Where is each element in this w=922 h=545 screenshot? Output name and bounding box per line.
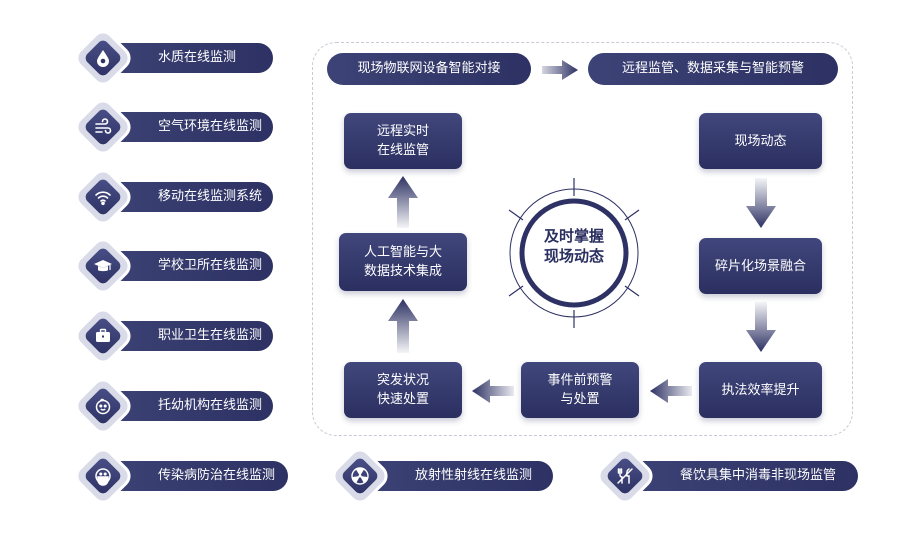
box-event-line2: 与处置 — [560, 392, 600, 407]
center-ring — [508, 178, 640, 328]
top-bar-remote-monitoring: 远程监管、数据采集与智能预警 — [588, 53, 838, 85]
box-event-line1: 事件前预警 — [547, 373, 613, 388]
left-arrow-2 — [650, 379, 692, 403]
box-fusion-line1: 碎片化场景融合 — [714, 258, 806, 274]
left-item-label: 托幼机构在线监测 — [158, 398, 263, 413]
center-line1: 及时掌握 — [543, 227, 604, 245]
wifi-signal-icon — [83, 177, 123, 217]
box-site-dynamics: 现场动态 — [699, 113, 822, 169]
box-remote-line1: 远程实时 — [376, 124, 429, 139]
bottom-item-icon-badge — [596, 447, 654, 505]
top-right-arrow — [542, 60, 578, 80]
left-item-icon-badge — [74, 29, 132, 87]
radiation-icon — [340, 456, 380, 496]
briefcase-icon — [83, 316, 123, 356]
left-item-icon-badge — [74, 447, 132, 505]
box-dynamics-line1: 现场动态 — [734, 133, 787, 149]
top-bar-device-connect: 现场物联网设备智能对接 — [327, 53, 531, 85]
left-item-icon-badge — [74, 307, 132, 365]
bottom-item-icon-badge — [331, 447, 389, 505]
bottom-item[interactable]: 餐饮具集中消毒非现场监管 — [620, 461, 858, 491]
mask-face-icon — [83, 456, 123, 496]
box-emergency-line1: 突发状况 — [376, 373, 429, 388]
box-emergency: 突发状况 快速处置 — [344, 362, 462, 418]
up-arrow-2 — [388, 299, 418, 353]
bottom-item[interactable]: 放射性射线在线监测 — [355, 461, 553, 491]
water-drop-icon — [83, 38, 123, 78]
down-arrow-2 — [746, 302, 776, 352]
box-ai-bigdata: 人工智能与大 数据技术集成 — [339, 233, 467, 291]
box-ai-line1: 人工智能与大 — [363, 245, 442, 260]
left-item-label: 空气环境在线监测 — [158, 119, 263, 134]
left-item-icon-badge — [74, 237, 132, 295]
left-item-icon-badge — [74, 98, 132, 156]
left-item-label: 职业卫生在线监测 — [158, 328, 263, 343]
box-scene-fusion: 碎片化场景融合 — [699, 238, 822, 294]
child-face-icon — [83, 386, 123, 426]
left-item-label: 移动在线监测系统 — [158, 189, 263, 204]
left-item-icon-badge — [74, 168, 132, 226]
process-frame — [312, 42, 853, 436]
left-item-label: 学校卫所在线监测 — [158, 258, 263, 273]
left-item[interactable]: 职业卫生在线监测 — [98, 321, 273, 351]
down-arrow-1 — [746, 178, 776, 228]
tableware-icon — [605, 456, 645, 496]
graduation-cap-icon — [83, 246, 123, 286]
box-efficiency-line1: 执法效率提升 — [721, 382, 800, 398]
wind-icon — [83, 107, 123, 147]
center-line2: 现场动态 — [543, 247, 604, 265]
box-efficiency: 执法效率提升 — [699, 362, 822, 418]
box-ai-line2: 数据技术集成 — [363, 264, 442, 279]
center-label: 及时掌握 现场动态 — [524, 226, 624, 266]
box-event-warning: 事件前预警 与处置 — [521, 362, 639, 418]
bottom-item-label: 放射性射线在线监测 — [415, 468, 533, 483]
left-item-label: 传染病防治在线监测 — [158, 468, 276, 483]
bottom-item-label: 餐饮具集中消毒非现场监管 — [680, 468, 837, 483]
left-item-icon-badge — [74, 377, 132, 435]
box-emergency-line2: 快速处置 — [376, 392, 429, 407]
left-arrow-1 — [472, 379, 514, 403]
up-arrow-1 — [388, 176, 418, 228]
box-remote-monitoring: 远程实时 在线监管 — [344, 113, 462, 169]
left-item[interactable]: 传染病防治在线监测 — [98, 461, 288, 491]
box-remote-line2: 在线监管 — [376, 143, 429, 158]
left-item-label: 水质在线监测 — [158, 50, 237, 65]
